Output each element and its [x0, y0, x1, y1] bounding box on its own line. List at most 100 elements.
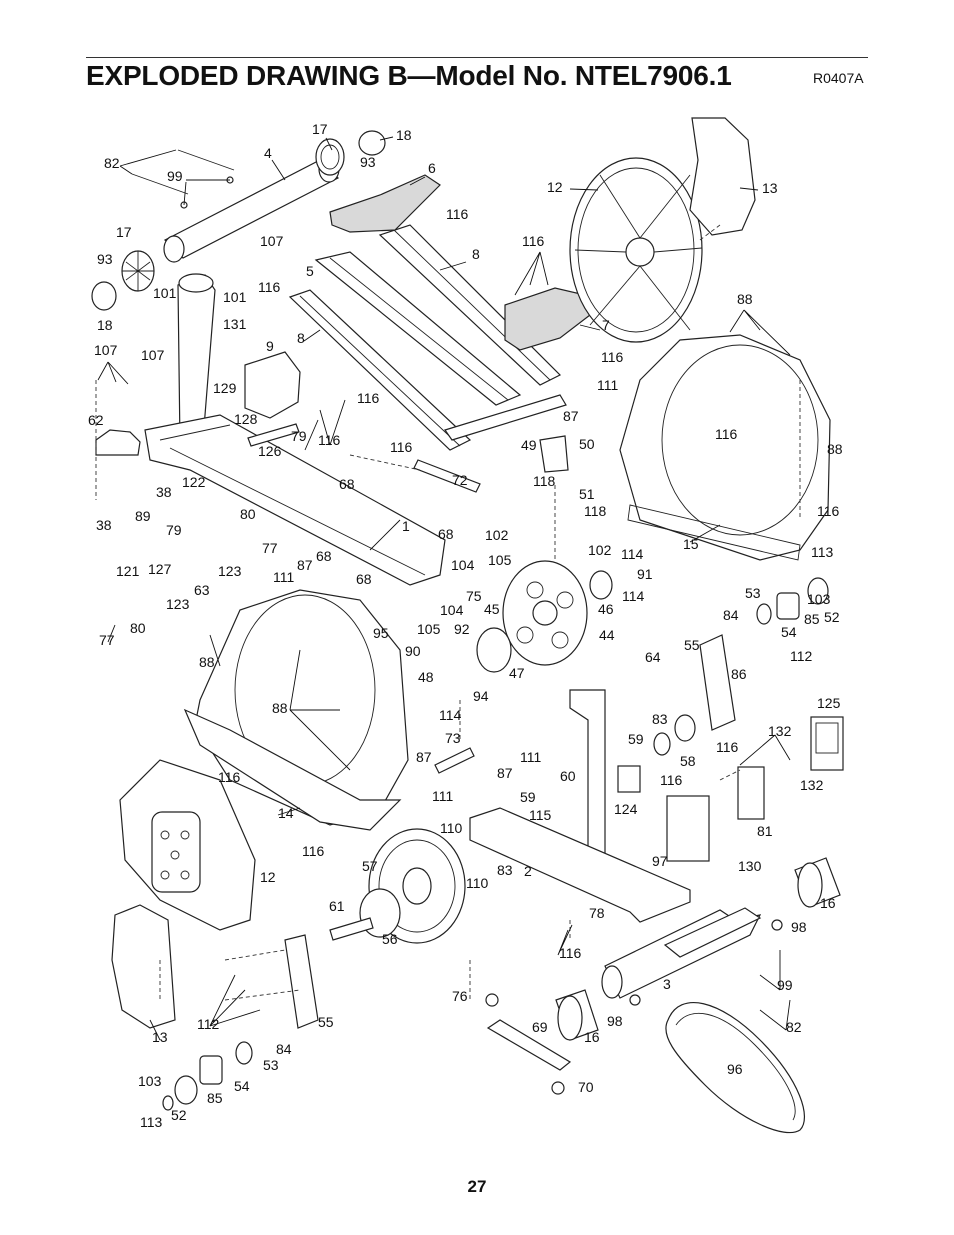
flywheel-hub-44 — [502, 560, 588, 666]
cover-13-bottom — [111, 904, 176, 1029]
part-callout: 58 — [680, 753, 696, 769]
part-callout: 7 — [602, 317, 610, 333]
part-callout: 116 — [601, 349, 624, 365]
part-callout: 110 — [466, 875, 489, 891]
assembly-guides — [95, 224, 801, 1001]
part-callout: 2 — [524, 863, 532, 879]
part-callout: 68 — [339, 476, 355, 492]
part-callout: 68 — [438, 526, 454, 542]
part-callout: 122 — [182, 474, 206, 490]
part-callout: 83 — [652, 711, 668, 727]
part-callout: 89 — [135, 508, 151, 524]
part-callout: 132 — [768, 723, 792, 739]
part-callout: 82 — [104, 155, 120, 171]
shroud-14 — [183, 589, 409, 831]
part-callout: 15 — [683, 536, 699, 552]
part-callout: 128 — [234, 411, 258, 427]
part-callout: 94 — [473, 688, 489, 704]
part-callout: 9 — [266, 338, 274, 354]
part-callout: 59 — [520, 789, 536, 805]
part-callout: 81 — [757, 823, 773, 839]
cover-97 — [666, 795, 710, 862]
drive-belt-96 — [665, 1002, 805, 1134]
part-callout: 88 — [737, 291, 753, 307]
part-callout: 82 — [786, 1019, 802, 1035]
part-callout: 49 — [521, 437, 537, 453]
part-callout: 92 — [454, 621, 470, 637]
part-callout: 56 — [382, 931, 398, 947]
handle-tube — [663, 907, 762, 958]
part-callout: 121 — [116, 563, 140, 579]
part-callout: 38 — [156, 484, 172, 500]
part-callout: 88 — [199, 654, 215, 670]
pedal-7 — [504, 287, 591, 351]
part-callout: 84 — [723, 607, 739, 623]
part-callout: 86 — [731, 666, 747, 682]
part-callout: 53 — [745, 585, 761, 601]
wheel-16-bottom — [555, 989, 599, 1041]
part-callout: 12 — [260, 869, 276, 885]
part-callout: 85 — [207, 1090, 223, 1106]
crank-arm-55-upper — [699, 634, 736, 731]
part-callout: 16 — [820, 895, 836, 911]
part-callout: 99 — [167, 168, 183, 184]
bolts-82-top — [131, 149, 235, 209]
console-125 — [810, 716, 844, 771]
part-callout: 113 — [140, 1114, 163, 1130]
part-callout: 8 — [297, 330, 305, 346]
part-callout: 77 — [262, 540, 278, 556]
part-callout: 8 — [472, 246, 480, 262]
part-callout: 87 — [416, 749, 432, 765]
part-callout: 116 — [446, 206, 469, 222]
part-callout: 123 — [166, 596, 190, 612]
rail-69 — [486, 1019, 572, 1071]
part-callout: 126 — [258, 443, 282, 459]
axle-61 — [329, 917, 374, 941]
part-callout: 116 — [559, 945, 582, 961]
part-callout: 118 — [584, 503, 607, 519]
part-callout: 52 — [824, 609, 840, 625]
part-callout: 63 — [194, 582, 210, 598]
part-callout: 12 — [547, 179, 563, 195]
part-callout: 97 — [652, 853, 668, 869]
part-callout: 84 — [276, 1041, 292, 1057]
disc-47 — [476, 627, 512, 673]
part-callout: 3 — [663, 976, 671, 992]
end-cap-17-left — [121, 250, 155, 292]
part-callout: 115 — [529, 807, 552, 823]
idler-assembly-upper — [653, 577, 829, 756]
part-callout: 116 — [258, 279, 281, 295]
shroud-12-bottom — [119, 759, 256, 931]
part-callout: 124 — [614, 801, 638, 817]
part-callout: 18 — [396, 127, 412, 143]
part-callout: 68 — [356, 571, 372, 587]
part-callout: 129 — [213, 380, 237, 396]
part-callout: 111 — [520, 749, 541, 765]
wheel-16-right — [794, 857, 841, 908]
part-callout: 50 — [579, 436, 595, 452]
crossbar-tube-4 — [163, 155, 340, 263]
part-callout: 55 — [318, 1014, 334, 1030]
part-callout: 69 — [532, 1019, 548, 1035]
part-callout: 99 — [777, 977, 793, 993]
part-callout: 51 — [579, 486, 595, 502]
part-callout: 73 — [445, 730, 461, 746]
page-title: EXPLODED DRAWING B—Model No. NTEL7906.1 — [86, 60, 732, 91]
crank-arm-55-lower — [284, 934, 319, 1029]
part-callout: 38 — [96, 517, 112, 533]
part-callout: 1 — [402, 518, 410, 534]
foot-98-right — [771, 919, 783, 931]
part-callout: 103 — [138, 1073, 162, 1089]
part-callout: 48 — [418, 669, 434, 685]
shroud-12-top — [569, 157, 703, 343]
part-callout: 98 — [791, 919, 807, 935]
part-callout: 87 — [297, 557, 313, 573]
part-callout: 44 — [599, 627, 615, 643]
part-callout: 83 — [497, 862, 513, 878]
part-callout: 130 — [738, 858, 762, 874]
part-callout: 116 — [660, 772, 683, 788]
part-callout: 87 — [563, 408, 579, 424]
part-callout: 101 — [153, 285, 177, 301]
part-callout: 116 — [522, 233, 545, 249]
